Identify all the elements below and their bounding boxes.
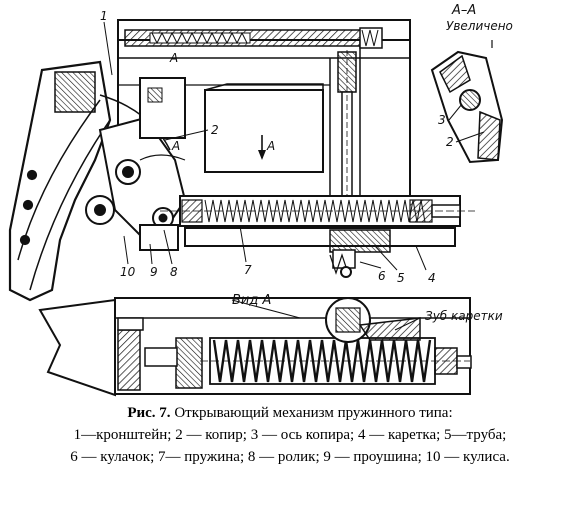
part-number-1: 1 — [100, 9, 108, 23]
arrow-label-center: А — [266, 139, 275, 153]
leader-lines — [103, 21, 485, 331]
part-number-3-inset: 3 — [438, 113, 446, 127]
part-number-4: 4 — [428, 271, 436, 285]
tube-spring — [160, 195, 475, 227]
part-number-8: 8 — [170, 265, 178, 279]
left-bracket — [8, 60, 171, 302]
caption-legend-line-2: 6 — кулачок; 7— пружина; 8 — ролик; 9 — … — [70, 449, 510, 465]
view-label: Вид А — [232, 293, 271, 308]
caption-title: Открывающий механизм пружинного типа: — [170, 405, 453, 421]
carriage-rail — [184, 227, 456, 278]
part-number-7: 7 — [244, 263, 252, 277]
roller-assembly — [85, 195, 179, 251]
arrow-label-top: А — [169, 51, 178, 65]
upper-spring-assembly — [124, 27, 383, 205]
mechanism-drawing: А–А Увеличено Вид А Зуб каретки А А А 1 … — [8, 3, 513, 397]
figure-number: Рис. 7. — [127, 405, 171, 421]
part-number-5: 5 — [397, 271, 405, 285]
section-label: А–А — [451, 3, 476, 18]
part-number-9: 9 — [150, 265, 158, 279]
caption-title-line: Рис. 7. Открывающий механизм пружинного … — [0, 402, 580, 424]
tooth-label: Зуб каретки — [425, 309, 503, 323]
copier-lever — [98, 77, 187, 237]
figure-caption: Рис. 7. Открывающий механизм пружинного … — [0, 402, 580, 468]
caption-legend-line-1: 1—кронштейн; 2 — копир; 3 — ось копира; … — [73, 427, 507, 443]
arrow-label-mid: А — [171, 139, 180, 153]
part-number-6: 6 — [378, 269, 386, 283]
part-number-10: 10 — [120, 265, 136, 279]
view-a-drawing — [38, 297, 472, 397]
carriage-panel — [204, 83, 324, 173]
magnified-label: Увеличено — [446, 19, 513, 33]
part-number-2: 2 — [211, 123, 219, 137]
part-number-2-inset: 2 — [446, 135, 454, 149]
section-inset — [430, 40, 504, 164]
